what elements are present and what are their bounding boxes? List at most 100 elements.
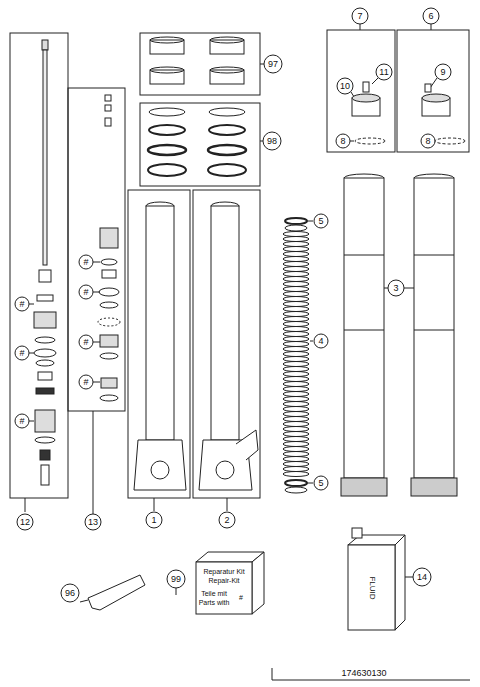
spring-coil xyxy=(283,442,309,447)
spring-coil xyxy=(283,232,309,237)
callout-number: 11 xyxy=(379,68,388,77)
spring-coil xyxy=(283,472,309,477)
spring-coil xyxy=(283,417,309,422)
callout-circles xyxy=(15,8,451,603)
callout-number: # xyxy=(19,300,24,309)
inner-tubes xyxy=(134,202,258,490)
spring-coil xyxy=(283,402,309,407)
callout-number: 13 xyxy=(88,518,98,527)
callout-number: # xyxy=(83,288,88,297)
fluid-can xyxy=(348,528,405,630)
callout-number: # xyxy=(19,417,24,426)
group-frame xyxy=(397,30,469,152)
spring-coil xyxy=(283,307,309,312)
spring-coil xyxy=(283,372,309,377)
cartridge-parts xyxy=(98,95,120,401)
box-text: Teile mit xyxy=(201,590,227,597)
spring-coil xyxy=(283,237,309,242)
callout-number: 98 xyxy=(267,137,277,146)
callout-number: 5 xyxy=(318,217,323,226)
box-text: # xyxy=(239,594,243,601)
spring-coil xyxy=(283,312,309,317)
damper-rod xyxy=(34,40,56,485)
callout-number: 96 xyxy=(65,589,75,598)
spring-coil xyxy=(283,387,309,392)
spring-coil xyxy=(283,267,309,272)
spring-coil xyxy=(283,317,309,322)
callout-number: # xyxy=(83,258,88,267)
spring-coil xyxy=(283,277,309,282)
spring-coil xyxy=(283,292,309,297)
box-text: Parts with xyxy=(199,599,230,606)
spring-coil xyxy=(283,407,309,412)
spring-coil xyxy=(283,452,309,457)
callout-number: # xyxy=(83,338,88,347)
callout-number: 4 xyxy=(318,337,323,346)
callout-number: 8 xyxy=(425,137,430,146)
bushings xyxy=(150,37,244,84)
callout-number: 3 xyxy=(393,284,398,293)
grease-tube xyxy=(88,575,145,610)
spring-coil xyxy=(283,337,309,342)
spring-coil xyxy=(283,327,309,332)
spring-coil xyxy=(283,462,309,467)
spring-coil xyxy=(283,342,309,347)
callout-number: 8 xyxy=(340,137,345,146)
spring-coil xyxy=(283,332,309,337)
box-text: Reparatur Kit xyxy=(203,568,244,575)
spring-coil xyxy=(283,382,309,387)
callout-number: 1 xyxy=(151,516,156,525)
callout-number: 10 xyxy=(340,82,350,91)
box-text: Repair-Kit xyxy=(208,577,239,584)
spring xyxy=(283,232,309,477)
spring-coil xyxy=(283,467,309,472)
callout-number: 7 xyxy=(357,12,362,21)
callout-number: # xyxy=(83,378,88,387)
group-frame xyxy=(140,103,260,186)
repair-kit-box xyxy=(196,552,264,614)
callout-number: 6 xyxy=(428,12,433,21)
box-text: FLUID xyxy=(368,576,376,599)
spring-coil xyxy=(283,427,309,432)
callout-number: 9 xyxy=(440,68,445,77)
callout-number: 5 xyxy=(318,479,323,488)
group-frame xyxy=(327,30,395,152)
spring-coil xyxy=(283,322,309,327)
group-frame xyxy=(140,33,260,95)
fork-caps xyxy=(352,82,465,144)
spring-coil xyxy=(283,367,309,372)
callout-number: 174630130 xyxy=(341,669,386,678)
spring-coil xyxy=(283,262,309,267)
callout-number: # xyxy=(19,349,24,358)
spring-coil xyxy=(283,362,309,367)
spring-coil xyxy=(283,287,309,292)
callout-number: 97 xyxy=(268,60,278,69)
spring-coil xyxy=(283,282,309,287)
callout-number: 2 xyxy=(224,516,229,525)
spring-coil xyxy=(283,272,309,277)
leader-lines xyxy=(25,24,437,602)
spring-coil xyxy=(283,412,309,417)
callout-number: 99 xyxy=(171,575,181,584)
spring-coil xyxy=(283,377,309,382)
spring-coil xyxy=(283,247,309,252)
spring-coil xyxy=(283,352,309,357)
group-frame xyxy=(193,190,260,498)
outer-tubes xyxy=(341,174,457,496)
group-frame xyxy=(128,190,190,498)
spring-coil xyxy=(283,397,309,402)
spring-coil xyxy=(283,347,309,352)
spring-coil xyxy=(283,257,309,262)
spring-coil xyxy=(283,252,309,257)
spring-coil xyxy=(283,392,309,397)
spring-coil xyxy=(283,242,309,247)
group-frame xyxy=(10,33,68,498)
spring-coil xyxy=(283,447,309,452)
group-frame xyxy=(68,88,125,411)
spring-coil xyxy=(283,457,309,462)
spring-coil xyxy=(283,357,309,362)
title-line xyxy=(272,668,470,680)
spring-coil xyxy=(283,437,309,442)
